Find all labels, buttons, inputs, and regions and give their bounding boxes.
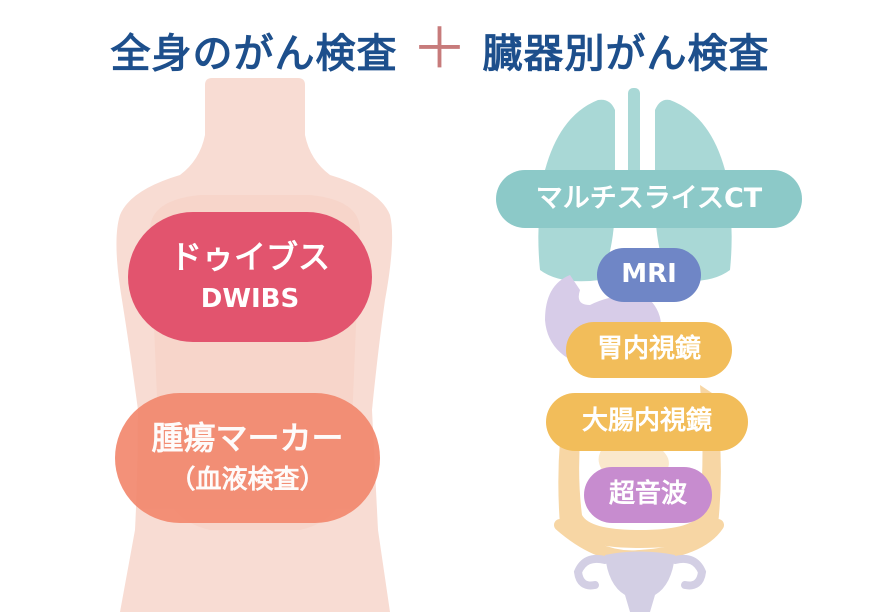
ultrasound-badge: 超音波 [584,467,712,523]
tumor-marker-badge: 腫瘍マーカー （血液検査） [115,393,380,523]
mri-label: MRI [621,259,677,290]
dwibs-label-en: DWIBS [200,284,300,315]
gastroscope-label: 胃内視鏡 [596,334,701,365]
mri-badge: MRI [597,248,701,302]
uterus [573,551,707,612]
colonoscope-badge: 大腸内視鏡 [546,393,748,451]
dwibs-label-jp: ドゥイブス [169,237,330,276]
gastroscope-badge: 胃内視鏡 [566,322,732,378]
tumor-marker-label: 腫瘍マーカー [151,418,344,457]
dwibs-badge: ドゥイブス DWIBS [128,212,372,342]
ct-badge: マルチスライスCT [496,170,802,228]
plus-icon: ＋ [411,17,469,82]
headline: 全身のがん検査 ＋ 臓器別がん検査 [0,18,880,82]
ultrasound-label: 超音波 [608,479,687,510]
colonoscope-label: 大腸内視鏡 [581,406,712,437]
headline-whole-body: 全身のがん検査 [110,31,398,77]
headline-organ-specific: 臓器別がん検査 [482,31,770,77]
blood-test-label: （血液検査） [169,465,326,496]
ct-label: マルチスライスCT [535,183,763,215]
